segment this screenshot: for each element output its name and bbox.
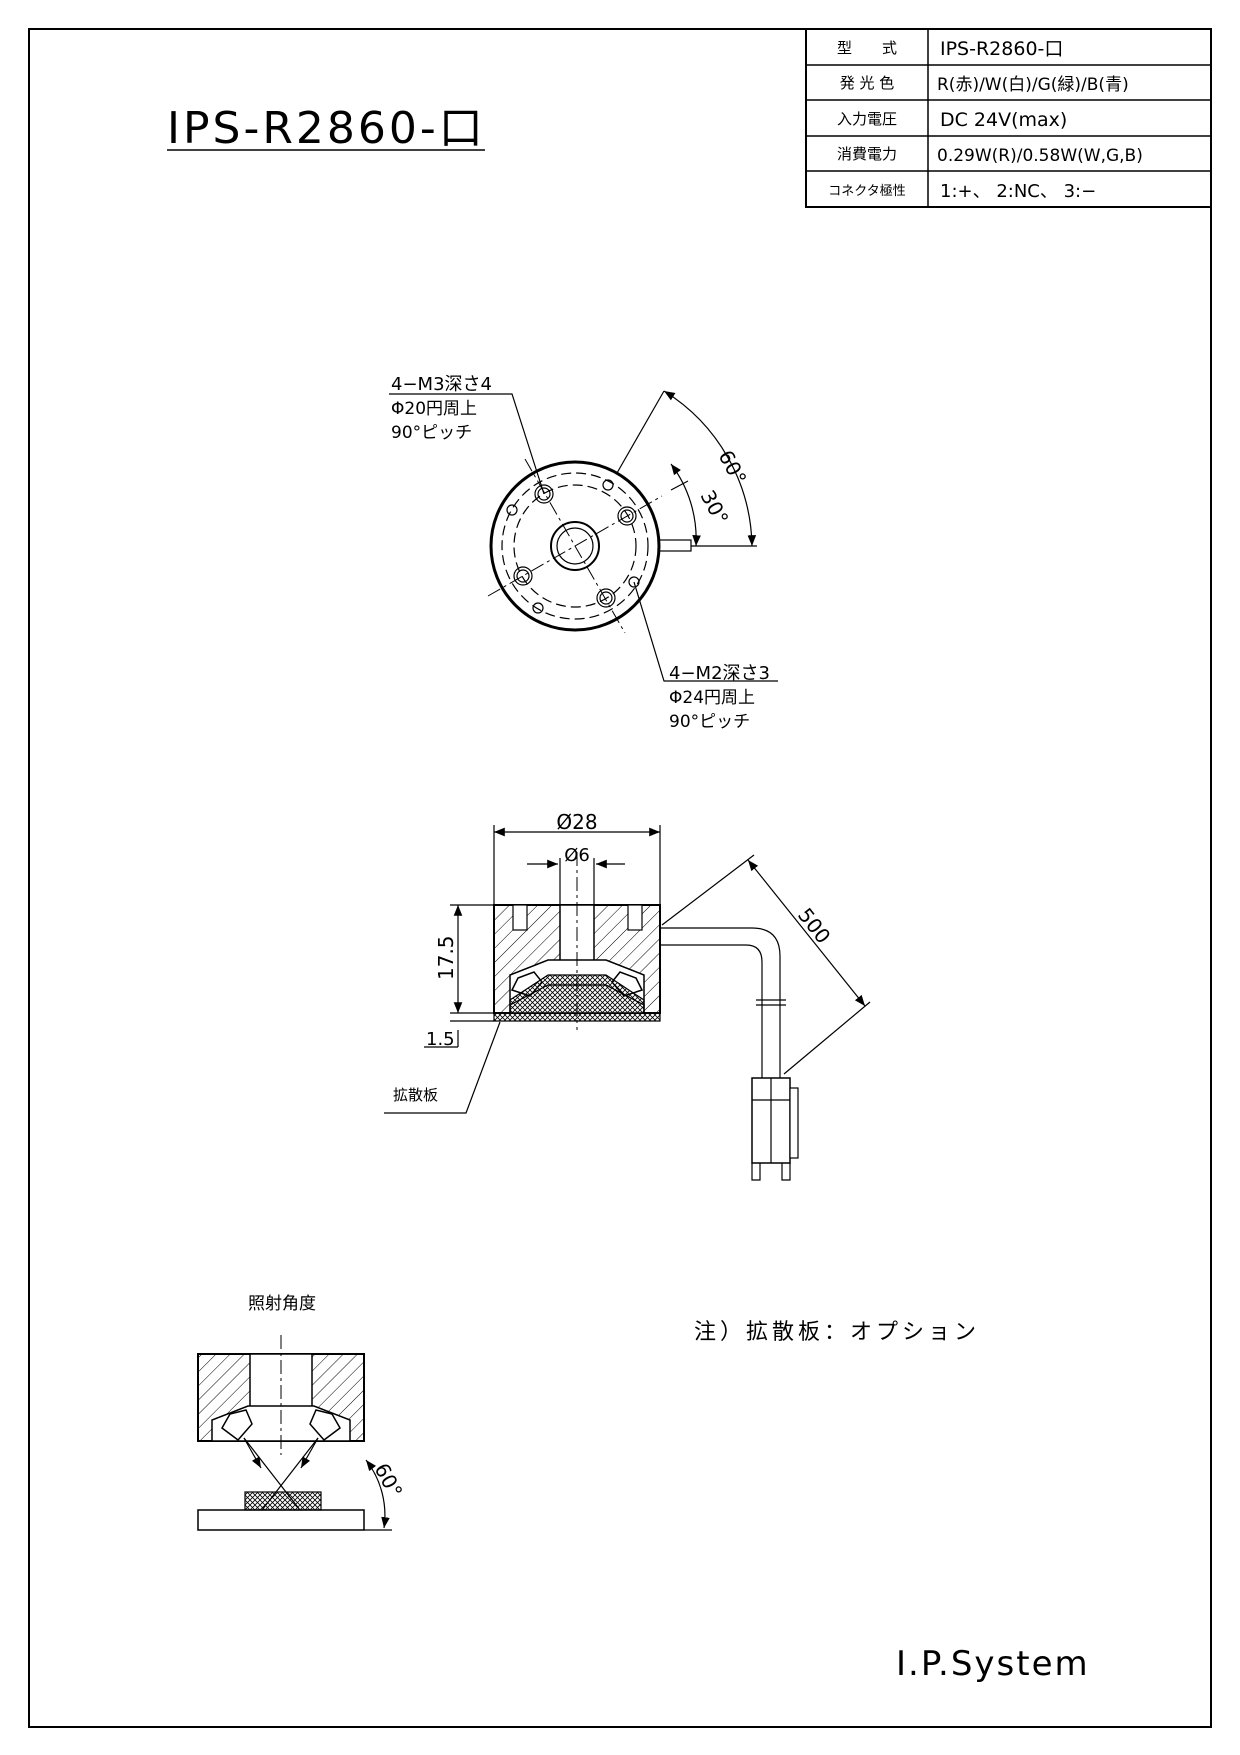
company-name: I.P.System <box>896 1644 1090 1684</box>
m3-callout-line3: 90°ピッチ <box>391 423 472 443</box>
option-note: 注）拡散板：オプション <box>694 1320 980 1345</box>
diffuser-label: 拡散板 <box>393 1086 438 1104</box>
sheet-border <box>28 28 1212 1728</box>
spec-value-voltage: DC 24V(max) <box>940 109 1067 131</box>
dim-plate-thickness: 1.5 <box>426 1029 455 1050</box>
spec-label-voltage: 入力電圧 <box>837 110 897 128</box>
spec-value-color: R(赤)/W(白)/G(緑)/B(青) <box>937 75 1129 95</box>
spec-value-power: 0.29W(R)/0.58W(W,G,B) <box>937 146 1143 166</box>
beam-view: 60° <box>197 1335 408 1531</box>
spec-label-power: 消費電力 <box>837 145 897 163</box>
spec-label-color: 発 光 色 <box>840 74 895 92</box>
angle-30-label: 30° <box>696 486 734 529</box>
m2-callout-line3: 90°ピッチ <box>669 712 750 732</box>
dim-outer-diameter: Ø28 <box>556 810 597 834</box>
spec-label-connector: コネクタ極性 <box>828 183 905 199</box>
angle-60-label: 60° <box>714 446 752 489</box>
m3-callout-line2: Φ20円周上 <box>391 399 477 419</box>
spec-value-model: IPS-R2860-口 <box>940 38 1063 60</box>
m2-callout-line2: Φ24円周上 <box>669 688 755 708</box>
spec-label-model: 型 式 <box>837 39 897 57</box>
m2-callout-line1: 4−M2深さ3 <box>669 663 770 684</box>
dim-height: 17.5 <box>434 935 458 980</box>
spec-value-connector: 1:+、 2:NC、 3:− <box>940 181 1096 202</box>
drawing-title: IPS-R2860-口 <box>167 103 486 154</box>
beam-angle-label: 60° <box>370 1459 408 1502</box>
side-view: 500 <box>384 825 871 1181</box>
spec-table: 型 式 IPS-R2860-口 発 光 色 R(赤)/W(白)/G(緑)/B(青… <box>805 28 1212 208</box>
dim-bore-diameter: Ø6 <box>564 845 590 866</box>
m3-callout-line1: 4−M3深さ4 <box>391 374 492 395</box>
dim-cable-length: 500 <box>793 903 835 948</box>
beam-angle-heading: 照射角度 <box>248 1294 316 1314</box>
